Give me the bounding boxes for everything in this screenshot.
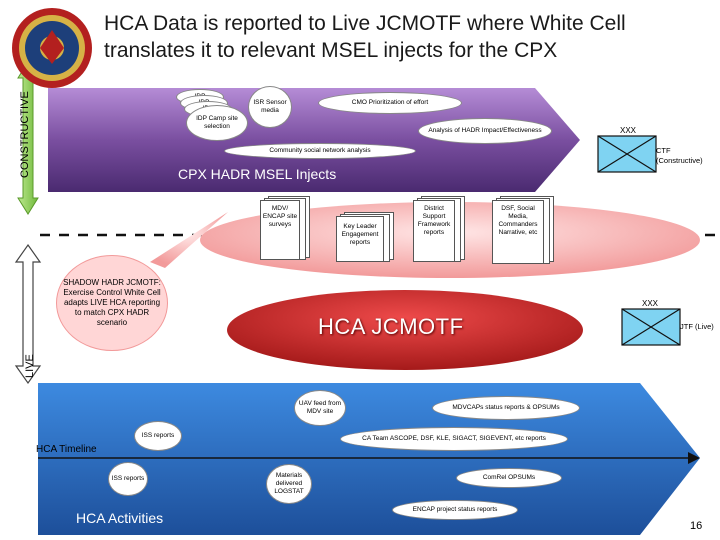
jcmotf-seal-logo <box>12 8 92 88</box>
hca-jcmotf-title: HCA JCMOTF <box>318 314 464 339</box>
hadr-analysis-ellipse: Analysis of HADR Impact/Effectiveness <box>418 118 552 144</box>
hca-jcmotf-hub <box>227 290 583 370</box>
slide-title: HCA Data is reported to Live JCMOTF wher… <box>104 12 626 62</box>
hca-timeline-arrowhead <box>688 452 700 464</box>
constructive-label: CONSTRUCTIVE <box>19 91 31 178</box>
cmo-ellipse: CMO Prioritization of effort <box>318 92 462 114</box>
page-number: 16 <box>690 520 703 532</box>
ca-team-reports-ellipse: CA Team ASCOPE, DSF, KLE, SIGACT, SIGEVE… <box>340 427 568 451</box>
live-range-arrow <box>14 243 42 385</box>
materials-delivered-ellipse: Materials delivered LOGSTAT <box>266 464 312 504</box>
iss-reports-top-ellipse: ISS reports <box>134 421 182 451</box>
ctf-unit-symbol <box>597 135 657 173</box>
jtf-echelon-marker: XXX <box>642 299 659 308</box>
mdvcap-status-ellipse: MDVCAPs status reports & OPSUMs <box>432 396 580 420</box>
social-network-ellipse: Community social network analysis <box>224 143 416 159</box>
hca-activities-label: HCA Activities <box>76 510 164 526</box>
encap-status-ellipse: ENCAP project status reports <box>392 500 518 520</box>
hca-timeline-label: HCA Timeline <box>36 444 97 455</box>
dsf-social-card: DSF, Social Media, Commanders Narrative,… <box>492 200 544 264</box>
constructive-band <box>48 88 580 192</box>
iss-reports-bottom-ellipse: ISS reports <box>108 462 148 496</box>
ctf-unit-label: CTF (Constructive) <box>656 146 703 165</box>
isr-sensor-ellipse: ISR Sensor media <box>248 86 292 128</box>
jtf-unit-label: JTF (Live) <box>680 322 714 331</box>
uav-feed-ellipse: UAV feed from MDV site <box>294 390 346 426</box>
shadow-hadr-note: SHADOW HADR JCMOTF: Exercise Control Whi… <box>56 255 168 351</box>
district-support-card: District Support Framework reports <box>413 200 455 262</box>
live-band <box>38 383 700 535</box>
jtf-unit-symbol <box>621 308 681 346</box>
idp-camp-ellipse: IDP Camp site selection <box>186 105 248 141</box>
ctf-echelon-marker: XXX <box>620 126 637 135</box>
cpx-msel-title: CPX HADR MSEL Injects <box>178 166 337 182</box>
mdv-encap-card: MDV/ ENCAP site surveys <box>260 200 300 260</box>
live-label: LIVE <box>24 354 36 378</box>
comrel-opsums-ellipse: ComRel OPSUMs <box>456 468 562 488</box>
key-leader-card: Key Leader Engagement reports <box>336 216 384 262</box>
shadow-note-pointer <box>150 212 228 268</box>
